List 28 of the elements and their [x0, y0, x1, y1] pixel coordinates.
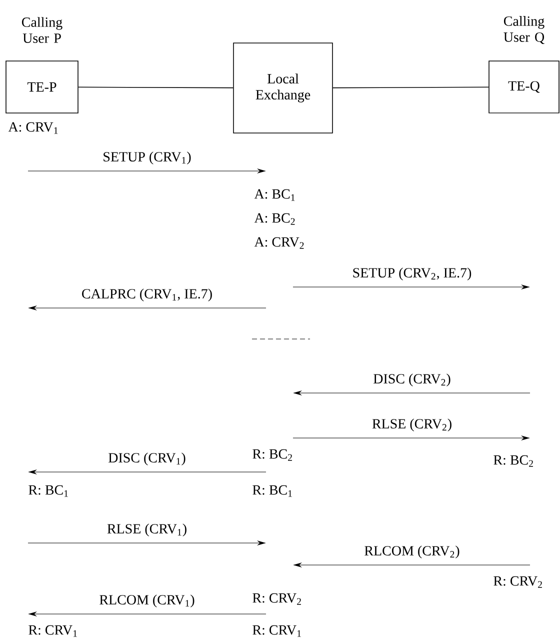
node-annotation: A: CRV$_{1}$ — [8, 122, 58, 134]
state-label: R: BC$_{2}$ — [252, 449, 292, 461]
message-label: RLSE (CRV$_{2}$) — [372, 418, 452, 432]
state-label: R: CRV$_{2}$ — [494, 576, 542, 588]
state-label: R: BC$_{1}$ — [28, 485, 68, 497]
state-label: R: CRV$_{1}$ — [28, 625, 77, 637]
state-label: A: CRV$_{2}$ — [254, 237, 304, 249]
state-label: A: BC$_{2}$ — [254, 213, 295, 225]
message-label: SETUP (CRV$_{1}$) — [104, 152, 191, 164]
node-heading: Calling User Q — [504, 16, 544, 44]
state-label: R: CRV$_{1}$ — [252, 625, 301, 637]
message-label: RLSE (CRV$_{1}$) — [107, 524, 186, 536]
message-label: DISC (CRV$_{1}$) — [108, 452, 186, 466]
terminal-box: Local Exchange — [233, 42, 333, 134]
terminal-box: TE-Q — [488, 60, 560, 114]
connection-line — [332, 86, 489, 88]
message-label: CALPRC (CRV$_{1}$, IE.7) — [82, 288, 212, 302]
state-label: R: BC$_{2}$ — [494, 455, 533, 467]
message-label: SETUP (CRV$_{2}$, IE.7) — [353, 268, 472, 280]
connection-line — [78, 86, 234, 88]
message-label: DISC (CRV$_{2}$) — [374, 374, 450, 386]
state-label: A: BC$_{1}$ — [254, 189, 295, 201]
terminal-box: TE-P — [6, 60, 78, 114]
message-label: RLCOM (CRV$_{2}$) — [364, 546, 460, 558]
state-label: R: BC$_{1}$ — [252, 485, 292, 497]
node-heading: Calling User P — [22, 17, 62, 43]
state-label: R: CRV$_{2}$ — [252, 593, 301, 605]
message-label: RLCOM (CRV$_{1}$) — [100, 594, 194, 608]
